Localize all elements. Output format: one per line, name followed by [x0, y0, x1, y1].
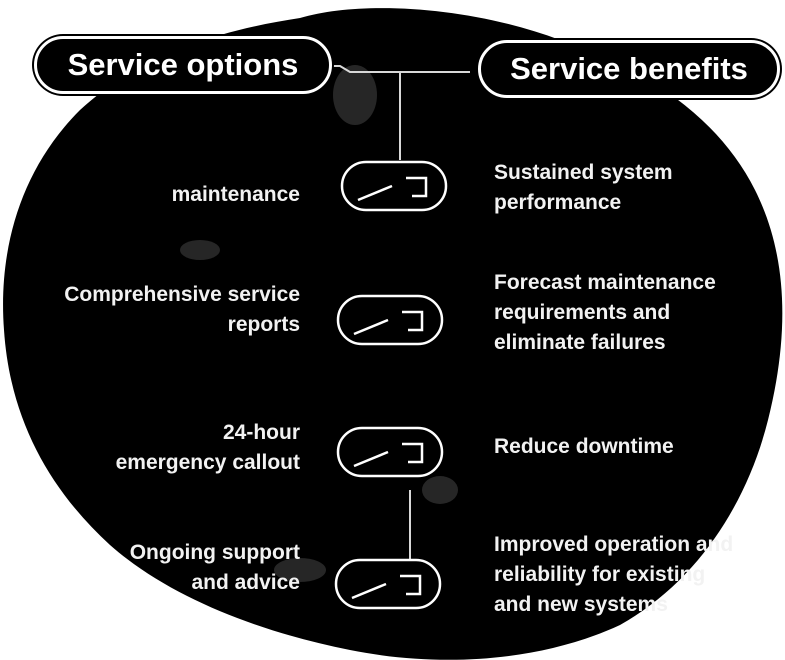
benefit-improved-operation: Improved operation and reliability for e… — [494, 533, 734, 616]
dark-blob-shape — [3, 8, 783, 660]
option-service-reports: Comprehensive service reports — [64, 283, 300, 336]
benefit-sustained-performance: Sustained system performance — [494, 161, 673, 214]
option-planned-maintenance: Planned preventative maintenance — [88, 153, 300, 206]
switch-icon — [336, 294, 444, 346]
service-benefits-header: Service benefits — [478, 40, 780, 98]
switch-icon — [336, 426, 444, 478]
option-ongoing-support: Ongoing support and advice — [129, 541, 300, 594]
switch-icon — [334, 558, 442, 610]
texture-spots — [180, 65, 458, 582]
service-options-header: Service options — [34, 36, 332, 94]
benefit-forecast-maintenance: Forecast maintenance requirements and el… — [494, 271, 716, 354]
connector-lines — [332, 65, 470, 560]
option-emergency-callout: 24-hour emergency callout — [115, 421, 300, 474]
switch-icon — [340, 160, 448, 212]
benefit-reduce-downtime: Reduce downtime — [494, 435, 674, 458]
